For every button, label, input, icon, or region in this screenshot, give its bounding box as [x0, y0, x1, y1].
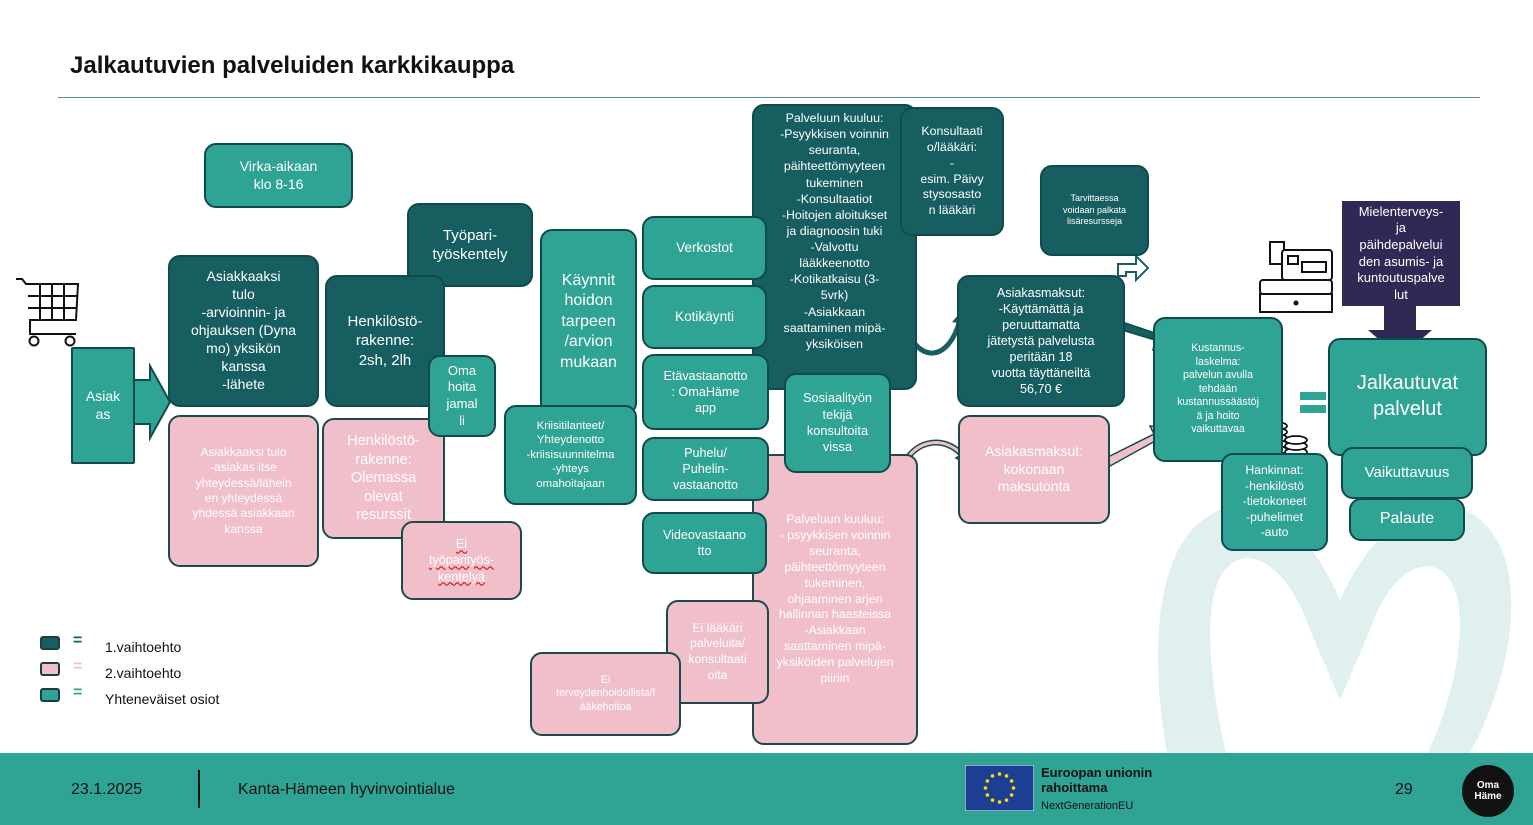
legend-equals-mid: = [73, 684, 83, 701]
eu-star [990, 774, 995, 778]
box-ei-tyoparityoskentelya: Ei työparityös- kentelyä [401, 521, 522, 600]
box-puhelu: Puhelu/ Puhelin- vastaanotto [642, 437, 769, 501]
box-henkilostorakenne-2: Henkilöstö- rakenne: Olemassa olevat res… [322, 418, 445, 539]
box-tarvittaessa-lisaresursseja: Tarvittaessa voidaan palkata lisäresurss… [1040, 165, 1149, 256]
box-konsultaatio-laakari: Konsultaati o/lääkäri: - esim. Päivy sty… [900, 107, 1004, 236]
legend-swatch-pink [40, 662, 60, 676]
eu-star [997, 772, 1002, 776]
legend-equals-dark: = [73, 632, 83, 649]
shopping-cart-icon [16, 278, 80, 347]
box-kriisitilanteet: Kriisitilanteet/ Yhteydenotto -kriisisuu… [504, 405, 637, 505]
box-oma-hoitajamalli: Oma hoita jamal li [428, 355, 496, 437]
eu-star [985, 793, 990, 797]
eu-star [1004, 798, 1009, 802]
box-palaute: Palaute [1349, 498, 1465, 541]
box-ei-terveydenhoidollista: Ei terveydenhoidollista/l ääkehoitoa [530, 652, 681, 736]
box-sosiaalityontekija: Sosiaalityön tekijä konsultoita vissa [784, 373, 891, 473]
eu-star [1009, 779, 1014, 783]
box-palveluun-kuuluu-2: Palveluun kuuluu: - psyykkisen voinnin s… [752, 454, 918, 745]
box-etavastaanotto: Etävastaanotto : OmaHäme app [642, 354, 769, 430]
legend-swatch-dark [40, 636, 60, 650]
box-palveluun-kuuluu-1: Palveluun kuuluu: -Psyykkisen voinnin se… [752, 104, 917, 390]
eu-text-line2: rahoittama [1041, 780, 1108, 795]
eu-star [1004, 774, 1009, 778]
box-asiakasmaksut-1: Asiakasmaksut: -Käyttämättä ja peruuttam… [957, 275, 1125, 407]
box-kaynnit: Käynnit hoidon tarpeen /arvion mukaan [540, 229, 637, 415]
eu-flag-icon [965, 765, 1034, 811]
oma-hame-logo: Oma Häme [1462, 765, 1514, 817]
box-vaikuttavuus: Vaikuttavuus [1341, 447, 1473, 499]
eu-star [983, 786, 988, 790]
box-kustannuslaskelma: Kustannus- laskelma: palvelun avulla teh… [1153, 317, 1283, 462]
logo-text: Oma Häme [1474, 780, 1502, 802]
ei-tyopari-text: Ei työparityös- kentelyä [428, 537, 495, 584]
eu-star [997, 800, 1002, 804]
footer-date: 23.1.2025 [71, 781, 143, 798]
box-ei-laakaripalveluita: Ei lääkäri palveluita/ konsultaati oita [666, 600, 769, 704]
footer-organization: Kanta-Hämeen hyvinvointialue [238, 781, 456, 798]
box-asiakkaaksi-tulo-2: Asiakkaaksi tulo -asiakas itse yhteydess… [168, 415, 319, 567]
legend-label-3: Yhteneväiset osiot [105, 691, 220, 707]
footer-bar [0, 753, 1533, 825]
page-number: 29 [1395, 781, 1413, 798]
box-verkostot: Verkostot [642, 216, 767, 280]
box-videovastaanotto: Videovastaano tto [642, 512, 767, 574]
box-mielenterveys-asumispalvelut: Mielenterveys- ja päihdepalvelui den asu… [1342, 201, 1460, 306]
legend-label-2: 2.vaihtoehto [105, 665, 182, 681]
box-asiakkaaksi-tulo-1: Asiakkaaksi tulo -arvioinnin- ja ohjauks… [168, 255, 319, 407]
title-divider [58, 97, 1480, 98]
box-asiakasmaksut-2: Asiakasmaksut: kokonaan maksutonta [958, 415, 1110, 524]
eu-star [1009, 793, 1014, 797]
box-tyoparityoskentely: Työpari- työskentely [407, 203, 533, 287]
eu-star [985, 779, 990, 783]
page-title: Jalkautuvien palveluiden karkkikauppa [70, 52, 515, 79]
eu-star [990, 798, 995, 802]
legend-equals-pink: = [73, 658, 83, 675]
box-asiakas: Asiak as [71, 347, 135, 464]
cash-register-icon [1259, 241, 1333, 313]
background-heart-shape [1158, 505, 1512, 770]
eu-text-line3: NextGenerationEU [1041, 800, 1134, 812]
etavastaanotto-text: Etävastaanotto : OmaHäme app [663, 368, 748, 416]
box-jalkautuvat-palvelut: Jalkautuvat palvelut [1328, 338, 1487, 456]
eu-star [1011, 786, 1016, 790]
eu-text-line1: Euroopan unionin [1041, 765, 1153, 780]
box-hankinnat: Hankinnat: -henkilöstö -tietokoneet -puh… [1221, 453, 1328, 551]
legend-label-1: 1.vaihtoehto [105, 639, 182, 655]
legend-swatch-mid [40, 688, 60, 702]
footer-divider [198, 770, 200, 808]
box-virka-aikaan: Virka-aikaan klo 8-16 [204, 143, 353, 208]
box-henkilostorakenne-1: Henkilöstö- rakenne: 2sh, 2lh [325, 275, 445, 407]
box-kotikaynti: Kotikäynti [642, 285, 767, 349]
